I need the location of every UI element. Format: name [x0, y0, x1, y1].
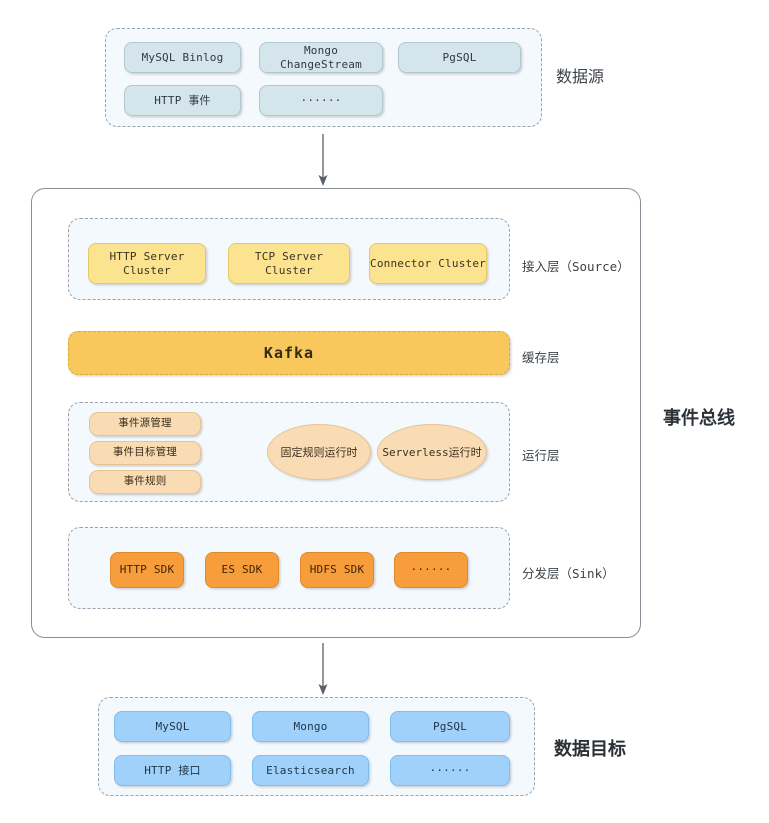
data-target-node-mongo[interactable]: Mongo: [252, 711, 369, 742]
runtime-ellipse-fixed-rule-runtime[interactable]: 固定规则运行时: [267, 424, 371, 480]
sink-layer-label: 分发层（Sink）: [522, 566, 615, 581]
data-target-node-http-interface[interactable]: HTTP 接口: [114, 755, 231, 786]
runtime-ellipse-serverless-runtime[interactable]: Serverless运行时: [377, 424, 487, 480]
runtime-layer-label: 运行层: [522, 448, 560, 463]
arrow-bus-to-target: [318, 643, 328, 695]
runtime-node-event-target-mgmt[interactable]: 事件目标管理: [89, 441, 201, 465]
data-target-label: 数据目标: [554, 739, 626, 760]
sink-node-hdfs-sdk[interactable]: HDFS SDK: [300, 552, 374, 588]
ingress-node-tcp-server-cluster[interactable]: TCP Server Cluster: [228, 243, 350, 284]
data-source-node-http-event[interactable]: HTTP 事件: [124, 85, 241, 116]
data-target-node-pgsql[interactable]: PgSQL: [390, 711, 510, 742]
data-source-label: 数据源: [556, 67, 605, 86]
data-target-node-more[interactable]: ······: [390, 755, 510, 786]
data-source-node-mysql-binlog[interactable]: MySQL Binlog: [124, 42, 241, 73]
runtime-node-event-rule[interactable]: 事件规则: [89, 470, 201, 494]
cache-layer-node-kafka[interactable]: Kafka: [68, 331, 510, 375]
sink-node-es-sdk[interactable]: ES SDK: [205, 552, 279, 588]
data-source-node-more[interactable]: ······: [259, 85, 383, 116]
data-target-node-mysql[interactable]: MySQL: [114, 711, 231, 742]
event-bus-title: 事件总线: [663, 408, 735, 429]
ingress-layer-label: 接入层（Source）: [522, 259, 630, 274]
ingress-node-connector-cluster[interactable]: Connector Cluster: [369, 243, 487, 284]
data-target-node-elasticsearch[interactable]: Elasticsearch: [252, 755, 369, 786]
ingress-node-http-server-cluster[interactable]: HTTP Server Cluster: [88, 243, 206, 284]
sink-node-more[interactable]: ······: [394, 552, 468, 588]
sink-node-http-sdk[interactable]: HTTP SDK: [110, 552, 184, 588]
data-source-node-pgsql[interactable]: PgSQL: [398, 42, 521, 73]
arrow-source-to-bus: [318, 134, 328, 186]
data-source-node-mongo-changestream[interactable]: Mongo ChangeStream: [259, 42, 383, 73]
runtime-node-event-source-mgmt[interactable]: 事件源管理: [89, 412, 201, 436]
cache-layer-label: 缓存层: [522, 350, 560, 365]
